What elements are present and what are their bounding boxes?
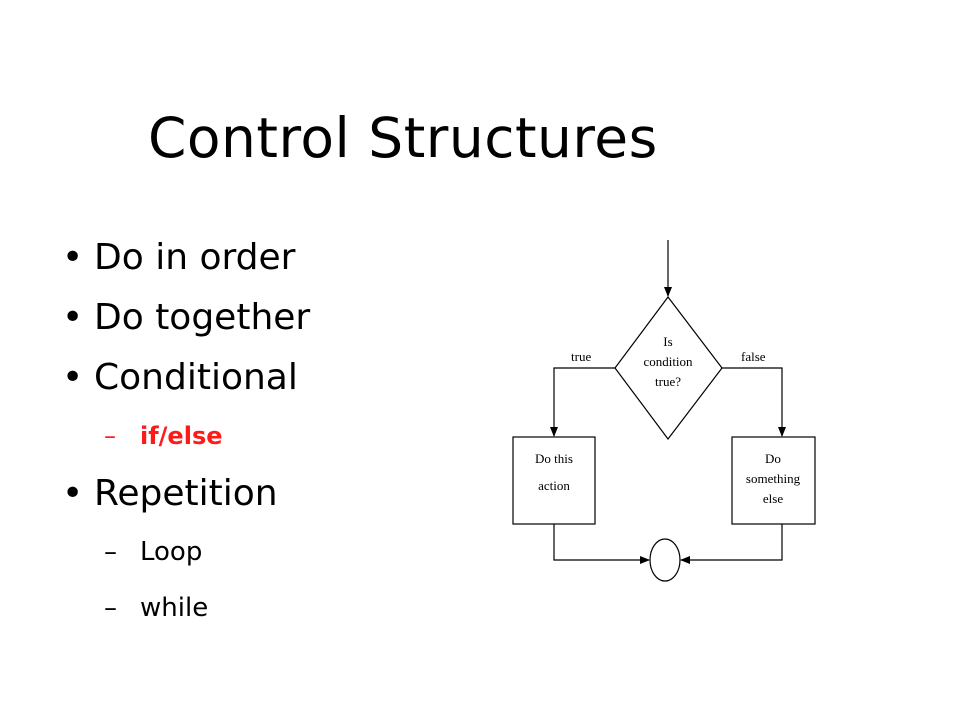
decision-text-line-2: condition: [643, 354, 693, 369]
sub-item-text: Loop: [140, 537, 203, 567]
sub-item-if-else: – if/else: [62, 408, 310, 464]
false-merge-arrow: [680, 524, 783, 564]
bullet-text: Do together: [94, 297, 311, 338]
false-action-text-line-2: something: [746, 471, 801, 486]
true-label: true: [571, 349, 591, 364]
merge-connector-circle: [649, 538, 681, 582]
false-branch-arrow: [722, 367, 786, 437]
false-label: false: [741, 349, 766, 364]
bullet-conditional: • Conditional: [62, 348, 310, 408]
false-action-box: [731, 436, 816, 525]
sub-item-text: if/else: [140, 422, 223, 450]
bullet-do-together: • Do together: [62, 288, 310, 348]
bullet-repetition: • Repetition: [62, 464, 310, 524]
bullet-marker: •: [62, 297, 84, 338]
true-action-box: [512, 436, 596, 525]
bullet-text: Repetition: [94, 473, 278, 514]
sub-item-loop: – Loop: [62, 524, 310, 580]
decision-diamond: [614, 296, 723, 440]
true-branch-arrow: [550, 367, 615, 437]
true-action-text-line-1: Do this: [535, 451, 573, 466]
bullet-text: Conditional: [94, 357, 298, 398]
slide-title: Control Structures: [148, 106, 658, 170]
dash-marker: –: [104, 593, 117, 623]
sub-item-while: – while: [62, 580, 310, 636]
bullet-marker: •: [62, 357, 84, 398]
bullet-marker: •: [62, 237, 84, 278]
dash-marker: –: [104, 422, 116, 450]
true-action-text-line-2: action: [538, 478, 570, 493]
bullet-do-in-order: • Do in order: [62, 228, 310, 288]
bullet-list: • Do in order • Do together • Conditiona…: [62, 228, 310, 636]
if-else-flowchart: Is condition true? true false Do this ac…: [495, 230, 860, 598]
false-action-text-line-1: Do: [765, 451, 781, 466]
decision-text-line-3: true?: [655, 374, 681, 389]
sub-item-text: while: [140, 593, 209, 623]
false-action-text-line-3: else: [763, 491, 783, 506]
true-merge-arrow: [553, 524, 650, 564]
dash-marker: –: [104, 537, 117, 567]
bullet-marker: •: [62, 473, 84, 514]
bullet-text: Do in order: [94, 237, 296, 278]
decision-text-line-1: Is: [663, 334, 672, 349]
